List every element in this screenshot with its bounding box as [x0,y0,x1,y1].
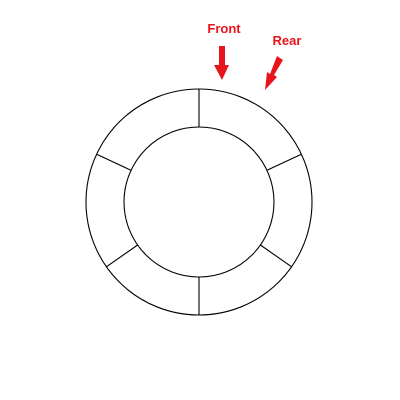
slot-divider [266,153,302,171]
slot-divider [106,244,138,268]
front-pointer: Front [207,21,241,80]
rear-label: Rear [273,33,302,48]
front-arrow-icon [214,46,229,80]
slot-divider [96,153,132,171]
rear-arrow-icon [265,56,283,90]
front-label: Front [207,21,241,36]
slot-divider [260,244,292,268]
slot-dividers [96,89,302,315]
inner-ring [123,126,275,278]
rear-pointer: Rear [265,33,301,90]
